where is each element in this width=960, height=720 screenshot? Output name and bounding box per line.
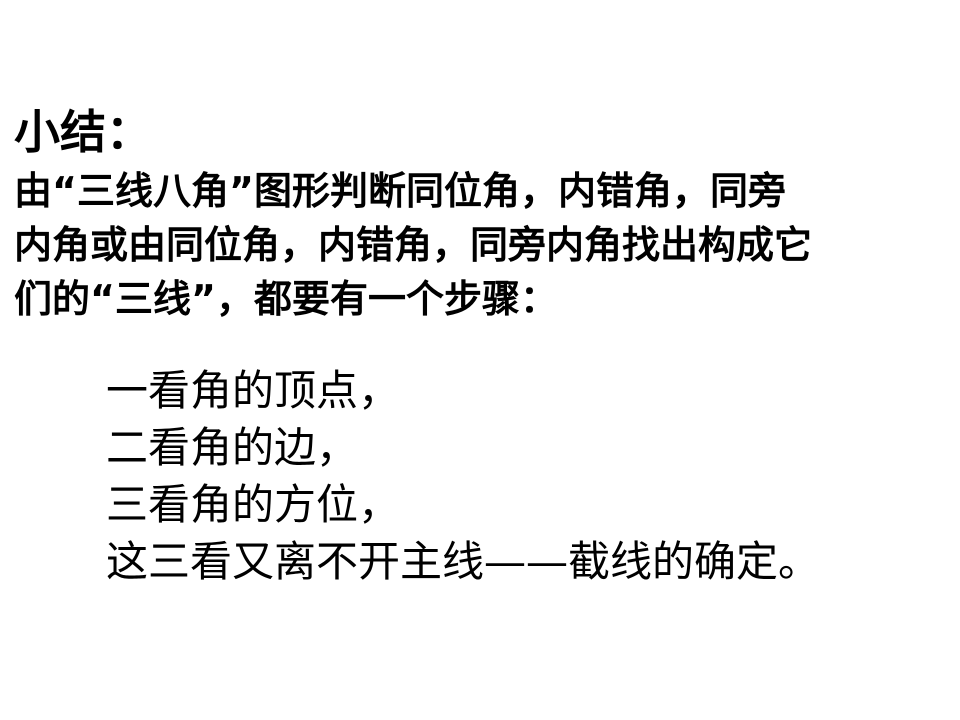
intro-line: 由“三线八角”图形判断同位角，内错角，同旁 xyxy=(14,169,786,213)
step-item: 二看角的边， xyxy=(106,423,359,472)
slide-heading: 小结： xyxy=(14,105,152,159)
step-item: 这三看又离不开主线——截线的确定。 xyxy=(106,537,821,586)
intro-line: 内角或由同位角，内错角，同旁内角找出构成它 xyxy=(14,223,813,267)
intro-paragraph: 由“三线八角”图形判断同位角，内错角，同旁 内角或由同位角，内错角，同旁内角找出… xyxy=(14,164,934,326)
intro-line: 们的“三线”，都要有一个步骤： xyxy=(14,277,558,321)
step-item: 一看角的顶点， xyxy=(106,366,401,415)
step-item: 三看角的方位， xyxy=(106,480,401,529)
steps-list: 一看角的顶点， 二看角的边， 三看角的方位， 这三看又离不开主线——截线的确定。 xyxy=(106,362,946,590)
